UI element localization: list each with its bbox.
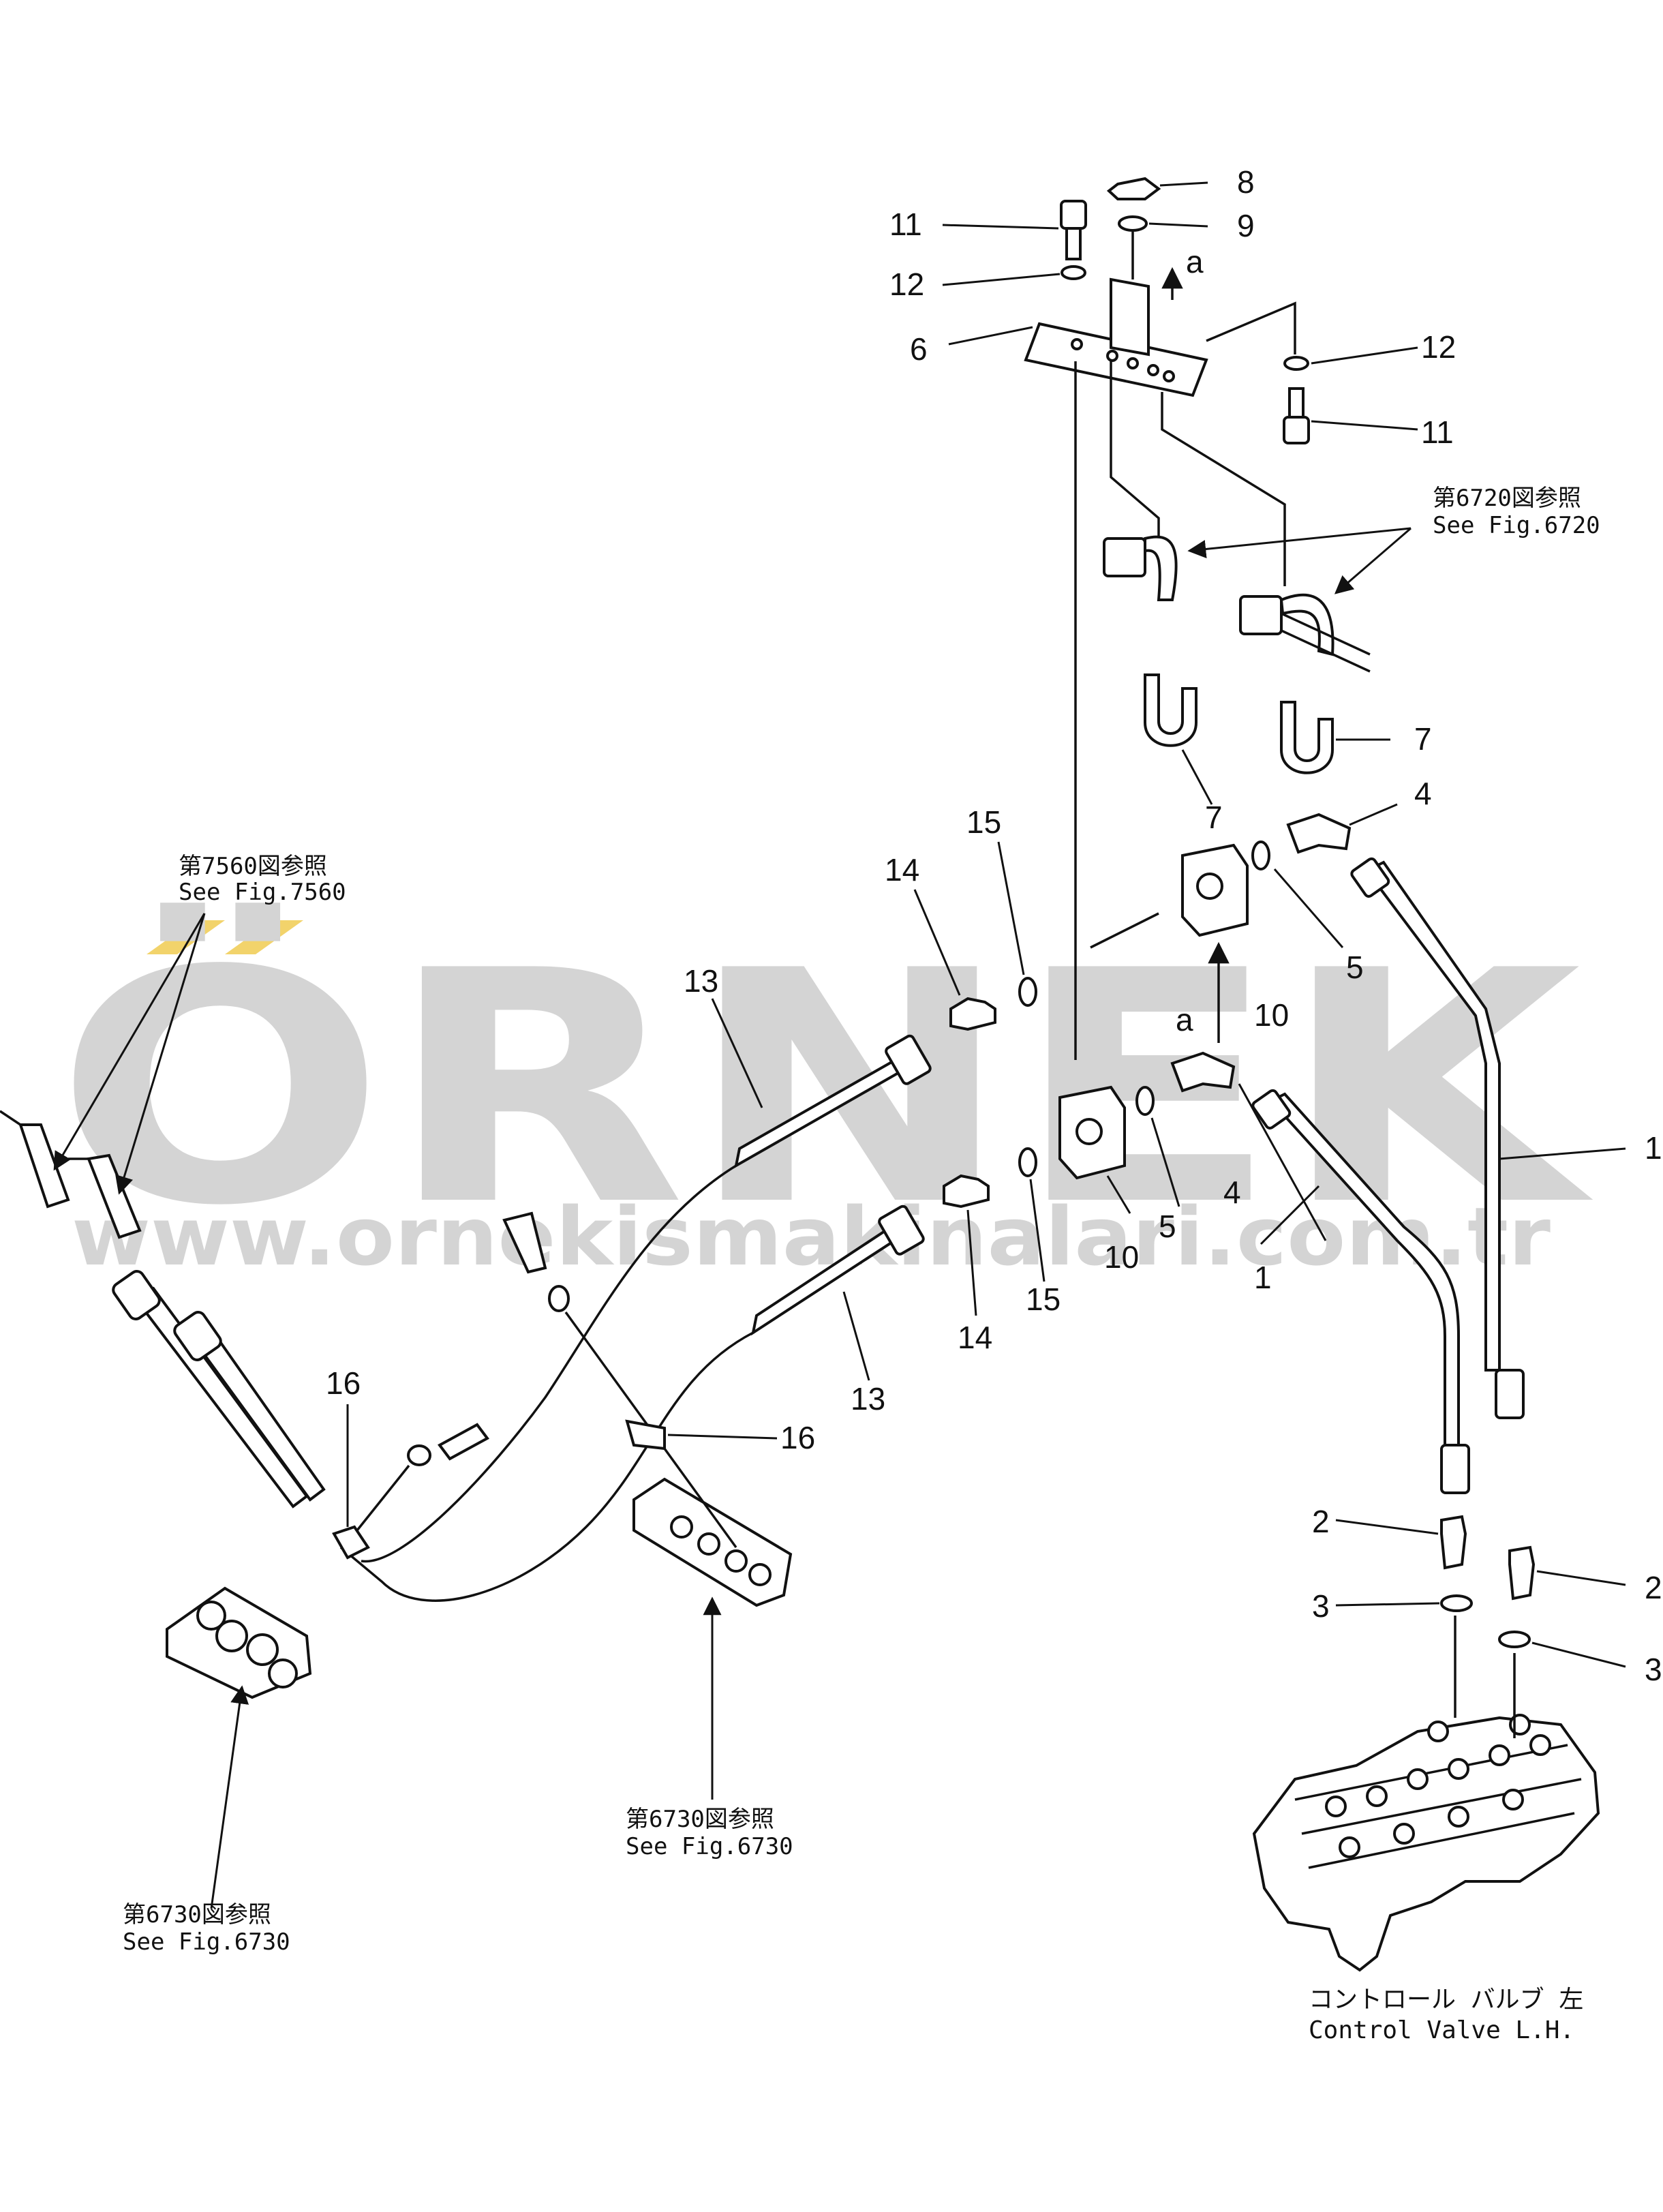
clamp-right bbox=[1239, 595, 1283, 635]
u-hose-7-left bbox=[1144, 673, 1197, 747]
callout-11-right: 11 bbox=[1421, 414, 1454, 450]
o-ring-3-left bbox=[1440, 1594, 1473, 1612]
figure-references: 第6720図参照 See Fig.6720 第7560図参照 See Fig.7… bbox=[123, 485, 1600, 1956]
callout-16-mid: 16 bbox=[780, 1420, 815, 1455]
callout-7-left: 7 bbox=[1205, 800, 1223, 835]
callout-4-upper: 4 bbox=[1414, 776, 1432, 811]
callout-12-right: 12 bbox=[1421, 329, 1456, 365]
bracket-tab bbox=[1110, 277, 1150, 357]
hose-left-2 bbox=[188, 1327, 326, 1502]
control-valve bbox=[1252, 1515, 1600, 1972]
caption-jp: コントロール バルブ 左 bbox=[1309, 1986, 1583, 2014]
callout-5-lower: 5 bbox=[1159, 1209, 1176, 1244]
ref-6730-mid-en: See Fig.6730 bbox=[626, 1833, 793, 1860]
adapter-2-left bbox=[1440, 1515, 1467, 1570]
ref-6730-left-jp: 第6730図参照 bbox=[123, 1901, 271, 1928]
view-a-top: a bbox=[1186, 244, 1204, 279]
callout-14-upper: 14 bbox=[885, 852, 919, 888]
ref-6720-jp: 第6720図参照 bbox=[1433, 485, 1581, 512]
adapter-14-upper bbox=[949, 997, 996, 1031]
o-ring-15-lower bbox=[1018, 1147, 1037, 1177]
fitting-group bbox=[943, 267, 1371, 1209]
clamp-16-mid bbox=[625, 1419, 666, 1451]
ref-6720-en: See Fig.6720 bbox=[1433, 512, 1600, 539]
clamp-left bbox=[1103, 537, 1146, 577]
callout-8: 8 bbox=[1237, 164, 1255, 200]
washer-9 bbox=[1118, 215, 1148, 232]
adapter-2-right bbox=[1508, 1545, 1536, 1601]
watermark-brand: ÖRNEK bbox=[55, 899, 1596, 1275]
hose-left-1 bbox=[130, 1286, 309, 1509]
ref-7560-jp: 第7560図参照 bbox=[179, 853, 327, 880]
o-ring-5-lower bbox=[1135, 1086, 1155, 1116]
callout-3-left: 3 bbox=[1312, 1588, 1330, 1624]
callouts: 8 9 11 12 6 12 11 a a 7 7 4 15 14 5 13 1… bbox=[326, 164, 1662, 1687]
bolt-11-right bbox=[1288, 387, 1305, 421]
watermark: ÖRNEK www.ornekismakinalari.com.tr bbox=[55, 899, 1596, 1284]
callout-16-left: 16 bbox=[326, 1365, 361, 1401]
washer-12-right bbox=[1283, 356, 1309, 371]
bracket-assembly bbox=[1024, 177, 1310, 1060]
clamp-group bbox=[166, 1211, 793, 1699]
ref-6730-left-en: See Fig.6730 bbox=[123, 1928, 290, 1956]
callout-13-upper: 13 bbox=[684, 963, 718, 999]
callout-15-upper: 15 bbox=[966, 804, 1001, 840]
elbow-4-lower bbox=[1170, 1051, 1236, 1093]
callout-15-lower: 15 bbox=[1026, 1282, 1061, 1317]
hose-1-middle bbox=[1268, 1092, 1460, 1446]
callout-13-lower: 13 bbox=[851, 1381, 885, 1416]
o-ring-3-right bbox=[1498, 1631, 1531, 1648]
hose-group bbox=[0, 857, 1525, 1602]
callout-1-middle: 1 bbox=[1254, 1260, 1272, 1295]
callout-10-upper: 10 bbox=[1254, 997, 1289, 1033]
clamp-16-left bbox=[332, 1525, 370, 1560]
watermark-accent-left bbox=[147, 920, 225, 954]
callout-9: 9 bbox=[1237, 208, 1255, 243]
watermark-accent-right bbox=[225, 920, 303, 954]
callout-11-top: 11 bbox=[889, 207, 922, 242]
callout-6: 6 bbox=[910, 331, 928, 367]
callout-3-right: 3 bbox=[1645, 1652, 1662, 1687]
callout-2-right: 2 bbox=[1645, 1570, 1662, 1605]
washer-12-top bbox=[1061, 265, 1086, 280]
bolt-11-top bbox=[1060, 200, 1087, 230]
ref-7560-en: See Fig.7560 bbox=[179, 879, 346, 906]
callout-14-lower: 14 bbox=[958, 1320, 992, 1355]
ref-6730-mid-jp: 第6730図参照 bbox=[626, 1806, 774, 1833]
o-ring-15-upper bbox=[1018, 977, 1037, 1007]
callout-2-left: 2 bbox=[1312, 1504, 1330, 1539]
caption-en: Control Valve L.H. bbox=[1309, 2016, 1574, 2044]
hose-1-right bbox=[1368, 860, 1501, 1372]
callout-5-upper: 5 bbox=[1346, 950, 1364, 985]
elbow-4-upper bbox=[1286, 813, 1352, 854]
callout-1-right: 1 bbox=[1645, 1130, 1662, 1166]
valve-caption: コントロール バルブ 左 Control Valve L.H. bbox=[1309, 1986, 1583, 2044]
callout-10-lower: 10 bbox=[1104, 1239, 1139, 1275]
view-a-mid: a bbox=[1176, 1002, 1193, 1037]
callout-4-lower: 4 bbox=[1223, 1175, 1241, 1210]
nut-8 bbox=[1106, 177, 1161, 200]
callout-7-right: 7 bbox=[1414, 721, 1432, 757]
u-hose-7-right bbox=[1280, 701, 1334, 774]
watermark-website: www.ornekismakinalari.com.tr bbox=[72, 1190, 1551, 1284]
leader-lines bbox=[53, 181, 1626, 1909]
adapter-14-lower bbox=[943, 1174, 990, 1209]
callout-12-top: 12 bbox=[889, 267, 924, 302]
o-ring-5-upper bbox=[1251, 840, 1270, 870]
